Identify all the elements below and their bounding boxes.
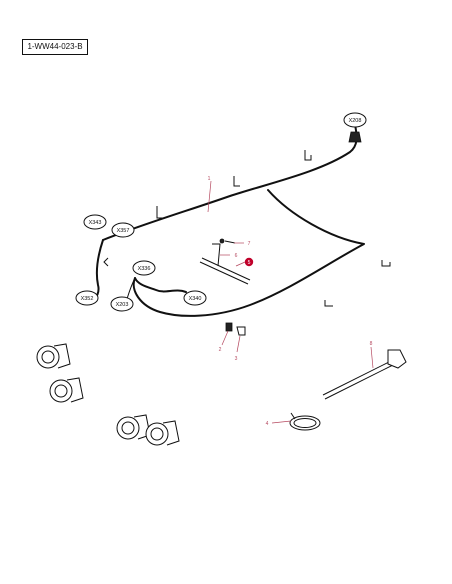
callout-6: 6 bbox=[220, 253, 238, 259]
svg-text:X340: X340 bbox=[189, 296, 202, 302]
screw-part bbox=[224, 240, 236, 244]
callout-4: 4 bbox=[266, 420, 292, 427]
svg-text:X208: X208 bbox=[349, 118, 362, 124]
callout-5: 5 bbox=[235, 257, 254, 267]
harness-loop-branch bbox=[132, 189, 365, 317]
screw-head bbox=[219, 238, 225, 244]
connector-tag-x336: X336 bbox=[132, 260, 156, 276]
connector-tag-x357: X357 bbox=[111, 222, 135, 238]
svg-text:8: 8 bbox=[370, 341, 373, 347]
svg-text:5: 5 bbox=[248, 260, 251, 266]
svg-text:3: 3 bbox=[235, 356, 238, 362]
diagram-reference-code: 1-WW44-023-B bbox=[22, 39, 88, 55]
svg-text:X357: X357 bbox=[117, 228, 130, 234]
harness-bracket bbox=[103, 150, 391, 307]
svg-text:2: 2 bbox=[219, 347, 222, 353]
svg-text:6: 6 bbox=[235, 253, 238, 259]
connector-tag-x340: X340 bbox=[183, 290, 207, 306]
cable-tie-part bbox=[322, 357, 400, 400]
connector-tag-x208: X208 bbox=[343, 112, 367, 128]
callout-8: 8 bbox=[370, 341, 374, 369]
svg-text:X336: X336 bbox=[138, 266, 151, 272]
strap-mount-bracket bbox=[212, 243, 221, 267]
work-lamp-4 bbox=[145, 420, 180, 446]
connector-tag-x343: X343 bbox=[83, 214, 107, 230]
hose-clamp-part bbox=[289, 415, 321, 431]
svg-text:X343: X343 bbox=[89, 220, 102, 226]
callout-1: 1 bbox=[208, 176, 212, 213]
connector-tag-x203: X203 bbox=[110, 296, 134, 312]
work-lamp-3 bbox=[116, 414, 151, 440]
svg-text:X203: X203 bbox=[116, 302, 129, 308]
grommet-part bbox=[225, 322, 233, 332]
svg-text:4: 4 bbox=[266, 421, 269, 427]
work-lamp-1 bbox=[36, 343, 71, 369]
connector-tag-x352: X352 bbox=[75, 290, 99, 306]
callout-3: 3 bbox=[235, 335, 241, 362]
harness-mid-branch bbox=[134, 277, 187, 293]
svg-text:7: 7 bbox=[248, 241, 251, 247]
connector-x208-plug bbox=[348, 131, 362, 143]
svg-text:X352: X352 bbox=[81, 296, 94, 302]
clip-part bbox=[236, 326, 246, 336]
cable-tie-head bbox=[387, 349, 407, 369]
callout-2: 2 bbox=[219, 330, 229, 353]
harness-left-branch bbox=[93, 239, 104, 301]
callout-7: 7 bbox=[234, 241, 251, 247]
work-lamp-2 bbox=[49, 377, 84, 403]
main-harness-wire bbox=[102, 123, 358, 241]
harness-strap-part bbox=[199, 257, 251, 285]
svg-text:1: 1 bbox=[208, 176, 211, 182]
